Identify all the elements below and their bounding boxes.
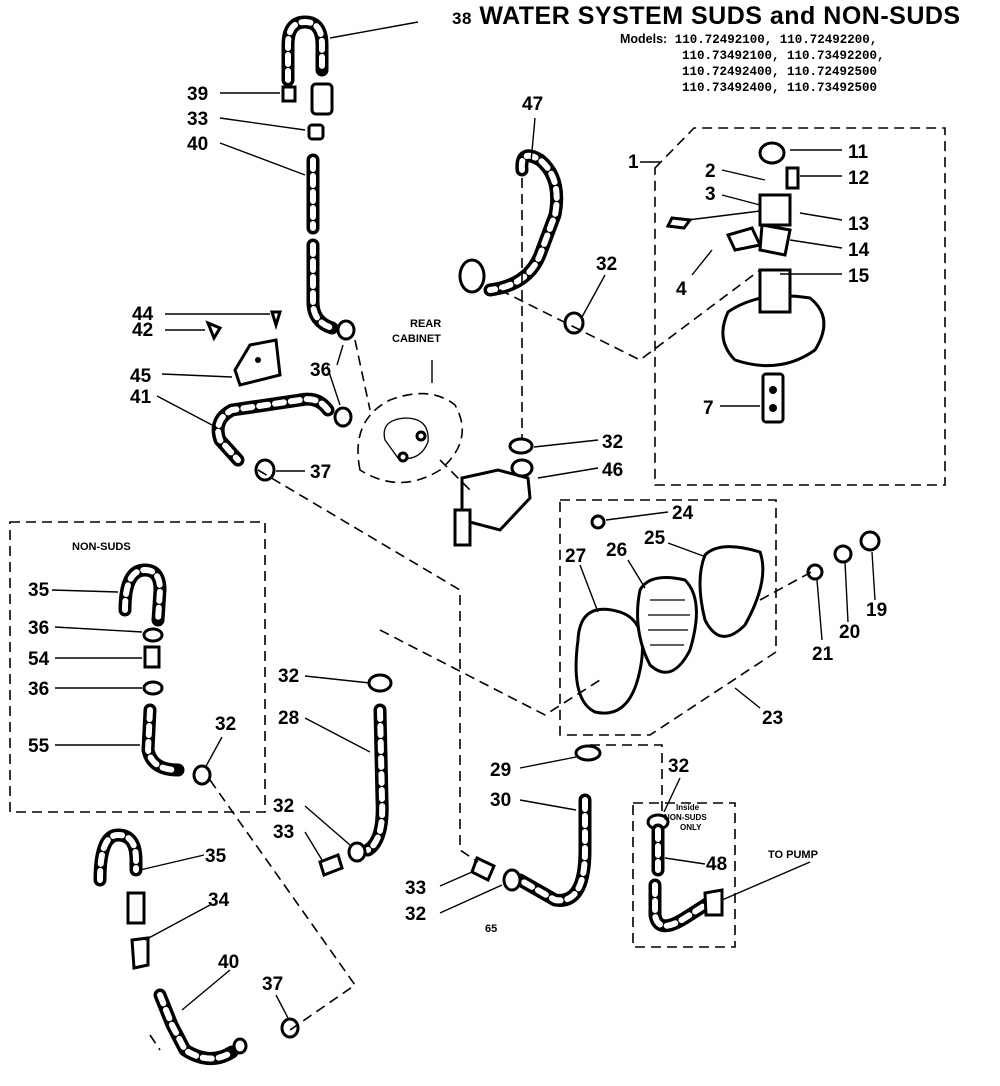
callout-11: 11 [848, 142, 869, 163]
callout-14: 14 [848, 240, 870, 261]
callout-32: 32 [273, 796, 294, 817]
callout-15: 15 [848, 266, 870, 287]
callout-36: 36 [310, 360, 331, 381]
callout-40: 40 [218, 952, 239, 973]
callout-33: 33 [405, 878, 426, 899]
hose-28 [318, 673, 393, 877]
page-code: 65 [485, 923, 497, 935]
non-suds-box [9, 521, 266, 813]
hose-47 [458, 149, 585, 335]
dispenser-box [559, 499, 777, 736]
callout-32: 32 [215, 714, 236, 735]
callout-2: 2 [705, 161, 716, 182]
title-part-ref: 38 [452, 9, 472, 28]
callout-13: 13 [848, 214, 869, 235]
callout-39: 39 [187, 84, 208, 105]
model-line: 110.72492100, 110.72492200, [674, 33, 878, 47]
to-pump-label: TO PUMP [768, 849, 818, 861]
callout-35: 35 [205, 846, 227, 867]
dispenser-parts [574, 514, 881, 715]
non-suds-hoses [118, 563, 212, 786]
inside-non-suds-label: ONLY [680, 823, 702, 832]
callout-32: 32 [602, 432, 623, 453]
callout-46: 46 [602, 460, 623, 481]
callout-7: 7 [703, 398, 714, 419]
valve-46 [453, 437, 534, 547]
callout-40: 40 [187, 134, 208, 155]
upper-hose-assembly [281, 15, 339, 335]
mixing-valve-assembly [665, 141, 826, 424]
callout-34: 34 [208, 890, 230, 911]
callout-29: 29 [490, 760, 511, 781]
callout-25: 25 [644, 528, 666, 549]
hose-48 [646, 813, 724, 933]
rear-cabinet-label: CABINET [392, 333, 441, 345]
callout-32: 32 [278, 666, 299, 687]
callout-55: 55 [28, 736, 50, 757]
callout-1: 1 [628, 152, 639, 173]
callout-36: 36 [28, 618, 49, 639]
rear-cabinet-label: REAR [410, 318, 441, 330]
callout-32: 32 [405, 904, 426, 925]
callout-30: 30 [490, 790, 511, 811]
models-label: Models: [620, 32, 668, 46]
callout-45: 45 [130, 366, 152, 387]
callout-37: 37 [310, 462, 331, 483]
diagram-title: 38 WATER SYSTEM SUDS and NON-SUDS [452, 2, 961, 31]
callout-24: 24 [672, 503, 694, 524]
lower-hoses [93, 828, 300, 1065]
inside-non-suds-box [632, 802, 736, 948]
callout-21: 21 [812, 644, 834, 665]
callout-3: 3 [705, 184, 716, 205]
callout-37: 37 [262, 974, 283, 995]
callout-32: 32 [596, 254, 617, 275]
callouts: 39 33 40 47 1 2 3 4 7 11 12 13 14 15 32 … [28, 84, 887, 995]
callout-33: 33 [273, 822, 294, 843]
callout-4: 4 [676, 279, 687, 300]
callout-44: 44 [132, 304, 154, 325]
bracket-45 [205, 310, 283, 387]
callout-48: 48 [706, 854, 727, 875]
valve-box [654, 127, 946, 486]
title-text: WATER SYSTEM SUDS and NON-SUDS [479, 2, 961, 30]
callout-28: 28 [278, 708, 299, 729]
callout-32: 32 [668, 756, 689, 777]
non-suds-box-label: NON-SUDS [72, 541, 131, 553]
inside-non-suds-label: NON-SUDS [664, 813, 707, 822]
hose-30 [470, 744, 602, 907]
model-line: 110.72492400, 110.72492500 [682, 65, 878, 79]
rear-cabinet [357, 392, 464, 484]
model-line: 110.73492400, 110.73492500 [682, 81, 878, 95]
callout-19: 19 [866, 600, 887, 621]
hose-41 [211, 319, 356, 482]
callout-47: 47 [522, 94, 543, 115]
models-list: Models: 110.72492100, 110.72492200, 110.… [620, 31, 885, 96]
leader-lines [51, 21, 876, 1019]
callout-12: 12 [848, 168, 869, 189]
callout-35: 35 [28, 580, 50, 601]
alignment-lines [149, 178, 816, 1051]
callout-41: 41 [130, 387, 152, 408]
callout-36: 36 [28, 679, 49, 700]
callout-27: 27 [565, 546, 586, 567]
callout-20: 20 [839, 622, 860, 643]
callout-54: 54 [28, 649, 50, 670]
callout-23: 23 [762, 708, 783, 729]
callout-26: 26 [606, 540, 627, 561]
callout-33: 33 [187, 109, 208, 130]
callout-42: 42 [132, 320, 153, 341]
model-line: 110.73492100, 110.73492200, [682, 49, 885, 63]
inside-non-suds-label: Inside [676, 803, 700, 812]
